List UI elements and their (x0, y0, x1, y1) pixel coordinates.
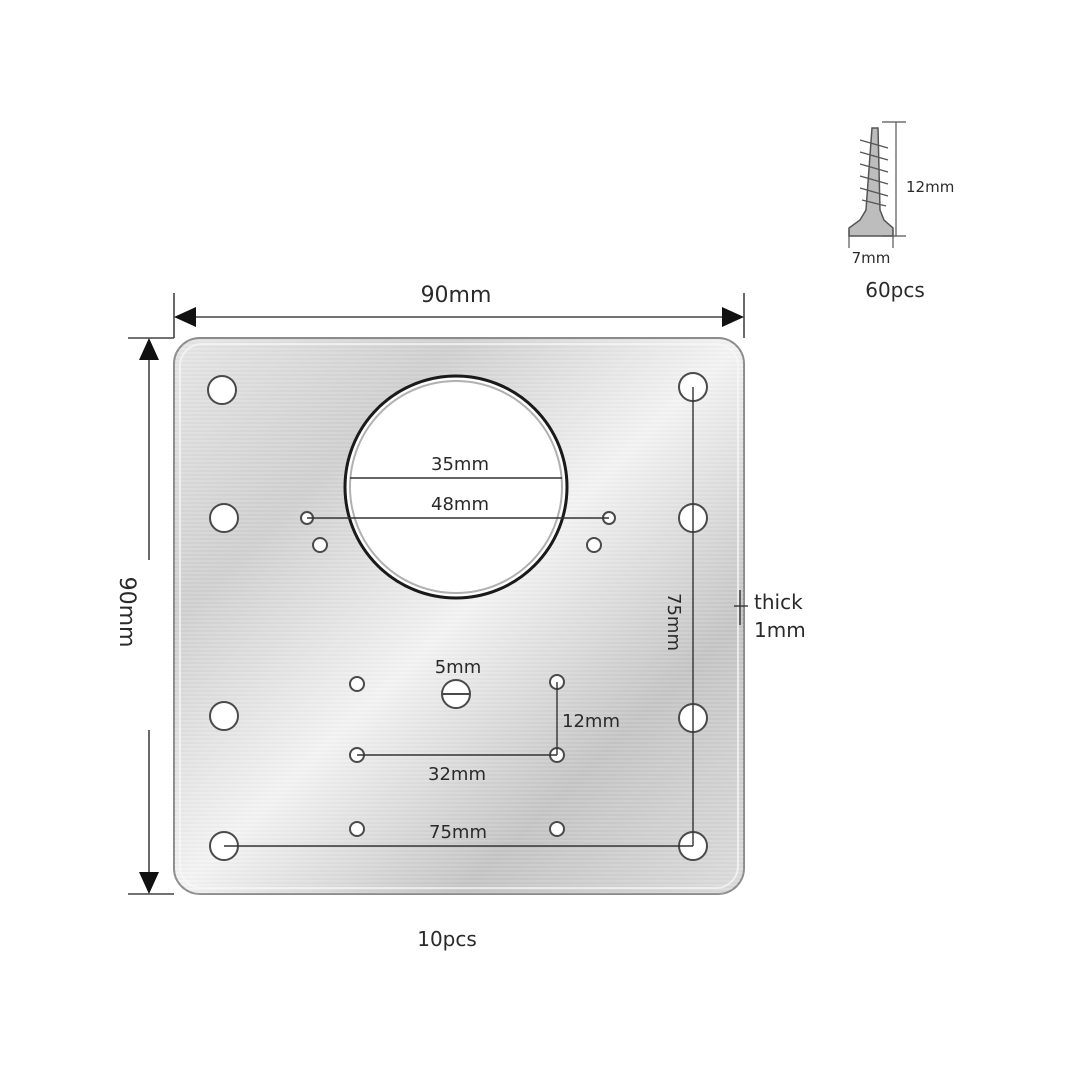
label-plate-quantity: 10pcs (417, 927, 477, 951)
label-circle-inner: 35mm (431, 454, 489, 475)
hole-left-2 (209, 503, 239, 533)
label-plate-height: 90mm (114, 577, 139, 648)
label-plate-width: 90mm (421, 283, 492, 308)
height-dimension (128, 337, 174, 895)
label-bottom-hole-span: 75mm (429, 822, 487, 843)
mounting-holes (207, 372, 708, 861)
label-circle-outer: 48mm (431, 494, 489, 515)
width-dimension (173, 293, 745, 338)
label-horizontal-spacing: 32mm (428, 764, 486, 785)
hinge-cup-circle (343, 374, 569, 600)
hole-small-10 (549, 821, 565, 837)
label-screw-head: 7mm (852, 249, 891, 267)
hole-left-1 (207, 375, 237, 405)
hole-small-3 (312, 537, 328, 553)
slot-hole (441, 679, 471, 709)
label-right-hole-span: 75mm (663, 593, 684, 651)
label-screw-length: 12mm (906, 178, 954, 196)
screw-icon (848, 121, 906, 248)
hole-small-9 (349, 821, 365, 837)
label-vertical-spacing: 12mm (562, 711, 620, 732)
label-thickness-value: 1mm (754, 618, 806, 642)
hole-small-4 (586, 537, 602, 553)
hole-small-5 (349, 676, 365, 692)
label-screw-quantity: 60pcs (865, 278, 925, 302)
thickness-marker (734, 590, 748, 625)
hinge-plate (173, 337, 745, 895)
label-slot-width: 5mm (435, 657, 482, 678)
hole-left-3 (209, 701, 239, 731)
inner-dimension-lines (224, 387, 694, 847)
label-thickness-word: thick (754, 590, 803, 614)
